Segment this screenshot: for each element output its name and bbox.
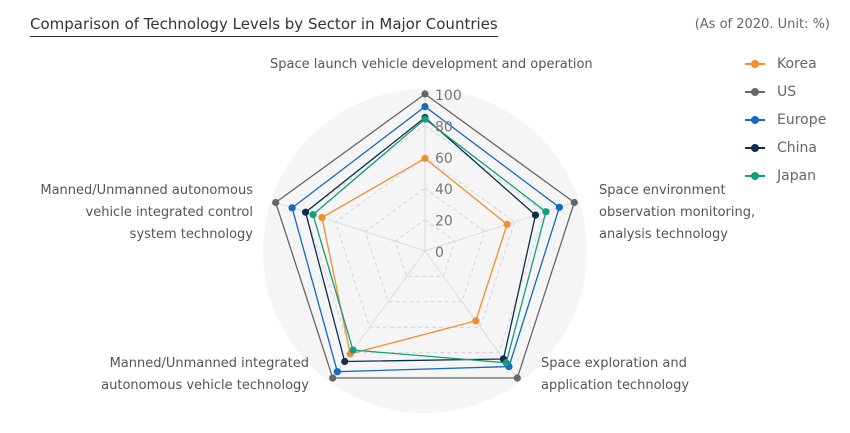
- data-point-china: [531, 211, 540, 219]
- data-point-europe: [288, 204, 296, 212]
- axis-spoke: [275, 202, 426, 252]
- axis-label-line: observation monitoring,: [599, 205, 756, 220]
- data-point-us: [513, 374, 521, 382]
- data-point-japan: [421, 115, 429, 123]
- data-point-us: [329, 374, 337, 382]
- legend-item-japan[interactable]: Japan: [745, 162, 826, 190]
- legend-label: Japan: [777, 168, 817, 184]
- axis-label-2: Space exploration and application techno…: [541, 353, 689, 397]
- legend-marker-icon: [745, 59, 765, 69]
- legend-label: Korea: [777, 56, 817, 72]
- legend-marker-icon: [745, 115, 765, 125]
- axis-label-line: Space exploration and: [541, 356, 687, 371]
- series-line-korea: [321, 157, 508, 355]
- data-point-korea: [421, 154, 429, 162]
- axis-spoke: [424, 202, 575, 252]
- tick-label: 80: [435, 119, 453, 135]
- axis-label-4: Manned/Unmanned autonomous vehicle integ…: [40, 180, 253, 246]
- data-point-japan: [542, 208, 550, 216]
- data-point-us: [421, 90, 429, 98]
- data-point-europe: [555, 203, 563, 211]
- tick-label: 60: [435, 151, 453, 167]
- data-point-japan: [502, 359, 510, 367]
- axis-label-0: Space launch vehicle development and ope…: [270, 54, 593, 76]
- legend-item-china[interactable]: China: [745, 134, 826, 162]
- data-point-europe: [333, 368, 341, 376]
- grid-ring: [364, 187, 486, 303]
- data-point-korea: [472, 317, 480, 325]
- legend-item-us[interactable]: US: [745, 78, 826, 106]
- data-point-us: [570, 198, 578, 207]
- axis-label-line: application technology: [541, 378, 690, 393]
- data-point-china: [341, 357, 349, 366]
- data-point-japan: [349, 346, 357, 354]
- data-point-europe: [421, 102, 429, 111]
- data-point-korea: [318, 213, 326, 222]
- axis-label-line: Space launch vehicle development and ope…: [270, 57, 593, 72]
- axis-label-1: Space environment observation monitoring…: [599, 180, 755, 246]
- legend-label: Europe: [777, 112, 827, 128]
- tick-label: 20: [435, 214, 453, 230]
- legend-marker-icon: [745, 143, 765, 153]
- series-line-china: [304, 116, 537, 363]
- chart-subtitle: (As of 2020. Unit: %): [694, 17, 830, 32]
- legend-item-korea[interactable]: Korea: [745, 50, 826, 78]
- legend-label: China: [777, 140, 817, 156]
- axis-label-line: autonomous vehicle technology: [101, 378, 309, 393]
- tick-label: 100: [435, 88, 462, 104]
- data-point-china: [301, 208, 310, 216]
- axis-label-line: analysis technology: [599, 227, 728, 242]
- axis-label-line: Manned/Unmanned autonomous: [40, 183, 253, 198]
- legend-marker-icon: [745, 87, 765, 97]
- data-point-japan: [309, 211, 317, 219]
- axis-label-line: system technology: [129, 227, 253, 242]
- series-line-europe: [291, 105, 561, 373]
- grid-ring: [394, 218, 456, 277]
- axis-spoke: [332, 250, 426, 379]
- grid-ring: [334, 156, 516, 328]
- legend-item-europe[interactable]: Europe: [745, 106, 826, 134]
- legend-marker-icon: [745, 171, 765, 181]
- tick-label: 40: [435, 182, 453, 198]
- series-line-japan: [312, 118, 547, 364]
- chart-title: Comparison of Technology Levels by Secto…: [30, 15, 498, 37]
- axis-label-3: Manned/Unmanned integrated autonomous ve…: [101, 353, 309, 397]
- legend-label: US: [777, 84, 797, 100]
- axis-label-line: vehicle integrated control: [85, 205, 253, 220]
- axis-label-line: Manned/Unmanned integrated: [109, 356, 309, 371]
- data-point-korea: [503, 220, 511, 228]
- tick-label: 0: [435, 245, 444, 261]
- data-point-us: [272, 198, 280, 207]
- series-line-us: [274, 93, 576, 379]
- axis-label-line: Space environment: [599, 183, 726, 198]
